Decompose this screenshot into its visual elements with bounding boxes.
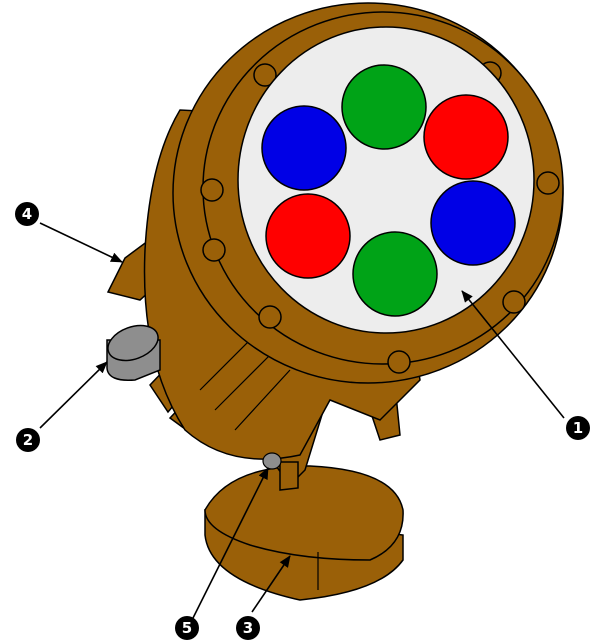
flange-bolt bbox=[203, 239, 225, 261]
led-blue-right bbox=[431, 181, 515, 265]
callout-1: 1 bbox=[566, 416, 590, 440]
callout-5-label: 5 bbox=[182, 619, 192, 637]
led-green-top bbox=[342, 65, 426, 149]
callout-3: 3 bbox=[236, 616, 260, 640]
leader-line-2 bbox=[40, 362, 107, 428]
led-red-right bbox=[424, 95, 508, 179]
leader-line-4 bbox=[40, 223, 122, 262]
led-green-bottom bbox=[353, 232, 437, 316]
flange-bolt bbox=[537, 172, 559, 194]
callout-2-label: 2 bbox=[23, 431, 33, 449]
flange-bolt bbox=[503, 291, 525, 313]
flange-bolt bbox=[259, 306, 281, 328]
callout-4: 4 bbox=[15, 202, 39, 226]
led-blue-left bbox=[262, 106, 346, 190]
callout-3-label: 3 bbox=[243, 619, 253, 637]
callout-1-label: 1 bbox=[573, 419, 583, 437]
callout-5: 5 bbox=[175, 616, 199, 640]
flange-bolt bbox=[388, 351, 410, 373]
led-red-left bbox=[266, 194, 350, 278]
callout-4-label: 4 bbox=[22, 205, 32, 223]
callout-2: 2 bbox=[16, 428, 40, 452]
adjustment-screw bbox=[263, 453, 281, 469]
flange-bolt bbox=[201, 179, 223, 201]
